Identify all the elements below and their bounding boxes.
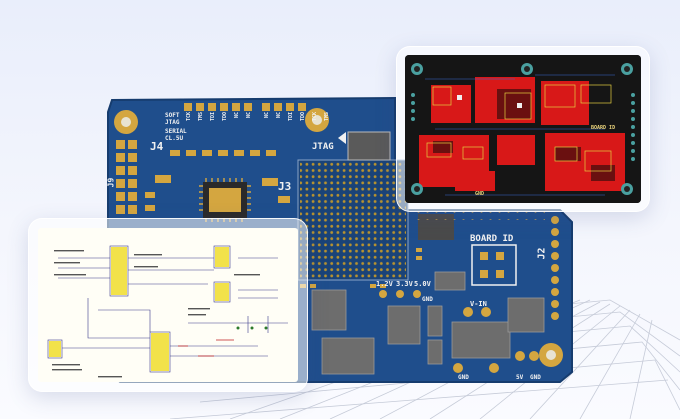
label-3v3: 3.3V (396, 280, 413, 288)
schematic-view (38, 228, 298, 382)
label-5v0: 5.0V (414, 280, 431, 288)
pcb-layout-view: BOARD ID GND (405, 55, 641, 203)
layout-label-board-id: BOARD ID (591, 125, 616, 131)
pin-label-top: TCK (186, 112, 192, 122)
pin-label-top: TDI (210, 112, 216, 122)
label-1v2: 1.2V (376, 280, 393, 288)
label-gnd-bottom: GND (458, 374, 469, 381)
pin-label-top: NC (234, 112, 240, 119)
pcb-layout-card: BOARD ID GND (396, 46, 650, 212)
label-vin: V-IN (470, 300, 487, 308)
pin-label-top: NC (246, 112, 252, 119)
layout-label-gnd: GND (475, 191, 485, 197)
mounting-holes (114, 108, 563, 367)
pin-label-top: TMS (198, 112, 204, 122)
pin-label-top: NC (264, 112, 270, 119)
label-gnd: GND (422, 296, 433, 303)
schematic-card (28, 218, 308, 392)
label-5v-bottom: 5V (516, 374, 524, 381)
schematic-drawing (47, 245, 288, 378)
pin-label-top: TDO (222, 112, 228, 122)
label-j2: J2 (536, 247, 548, 260)
label-board-id: BOARD ID (470, 234, 514, 244)
label-soft-jtag: SOFT JTAG (165, 112, 180, 126)
qfp-chip (199, 178, 251, 222)
label-j9: J9 (106, 177, 116, 188)
pin-label-top: TCK (312, 112, 318, 122)
label-gnd-bottom-right: GND (530, 374, 541, 381)
pin-label-top: NC (276, 112, 282, 119)
label-j4: J4 (150, 140, 164, 153)
pin-label-top: TDO (300, 112, 306, 122)
label-serial: SERIAL CL.5U (165, 128, 187, 142)
layout-drawing (405, 55, 641, 203)
label-jtag: JTAG (312, 142, 334, 152)
label-j3: J3 (278, 180, 292, 193)
pin-label-top: TDI (288, 112, 294, 122)
pin-label-top: TMS (324, 112, 330, 122)
